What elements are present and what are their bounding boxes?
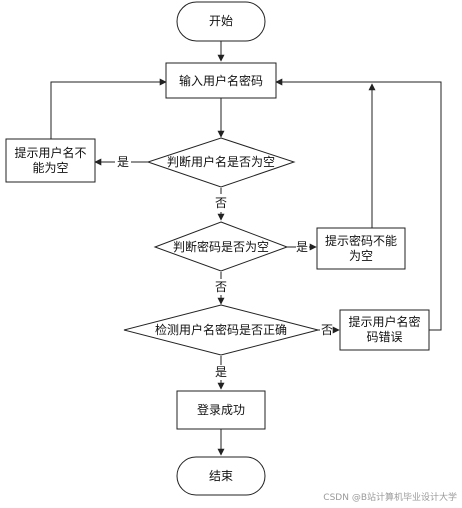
login-success-node: 登录成功 xyxy=(176,390,266,430)
check-username-decision: 判断用户名是否为空 xyxy=(146,137,296,188)
check-username-label: 判断用户名是否为空 xyxy=(167,154,275,169)
csdn-watermark: CSDN @B站计算机毕业设计大学 xyxy=(323,491,457,503)
edge-labels: 是 否 是 否 否 是 xyxy=(117,155,333,379)
username-empty-label: 提示用户名不能为空 xyxy=(14,145,87,175)
start-node: 开始 xyxy=(176,1,266,42)
label-verify-no: 否 xyxy=(321,323,333,337)
password-empty-label: 提示密码不能为空 xyxy=(324,233,397,263)
start-node-label: 开始 xyxy=(209,14,233,28)
end-node: 结束 xyxy=(176,456,266,496)
verify-credentials-decision: 检测用户名密码是否正确 xyxy=(123,304,319,356)
credentials-error-node: 提示用户名密码错误 xyxy=(339,309,430,351)
edge-error-msg-to-input xyxy=(275,78,442,331)
input-node-label: 输入用户名密码 xyxy=(179,73,263,88)
check-password-label: 判断密码是否为空 xyxy=(173,239,269,254)
username-empty-node: 提示用户名不能为空 xyxy=(5,138,96,183)
verify-credentials-label: 检测用户名密码是否正确 xyxy=(155,322,287,337)
label-verify-yes: 是 xyxy=(215,365,227,379)
credentials-error-label: 提示用户名密码错误 xyxy=(348,315,421,344)
login-success-label: 登录成功 xyxy=(197,402,245,417)
end-node-label: 结束 xyxy=(209,469,233,483)
input-node: 输入用户名密码 xyxy=(165,62,277,99)
edge-username-msg-to-input xyxy=(50,78,167,139)
check-password-decision: 判断密码是否为空 xyxy=(153,221,289,272)
label-username-no: 否 xyxy=(215,196,227,210)
edges xyxy=(50,41,442,456)
label-password-yes: 是 xyxy=(296,240,308,254)
label-password-no: 否 xyxy=(215,280,227,294)
password-empty-node: 提示密码不能为空 xyxy=(316,227,406,270)
label-username-yes: 是 xyxy=(117,155,129,169)
